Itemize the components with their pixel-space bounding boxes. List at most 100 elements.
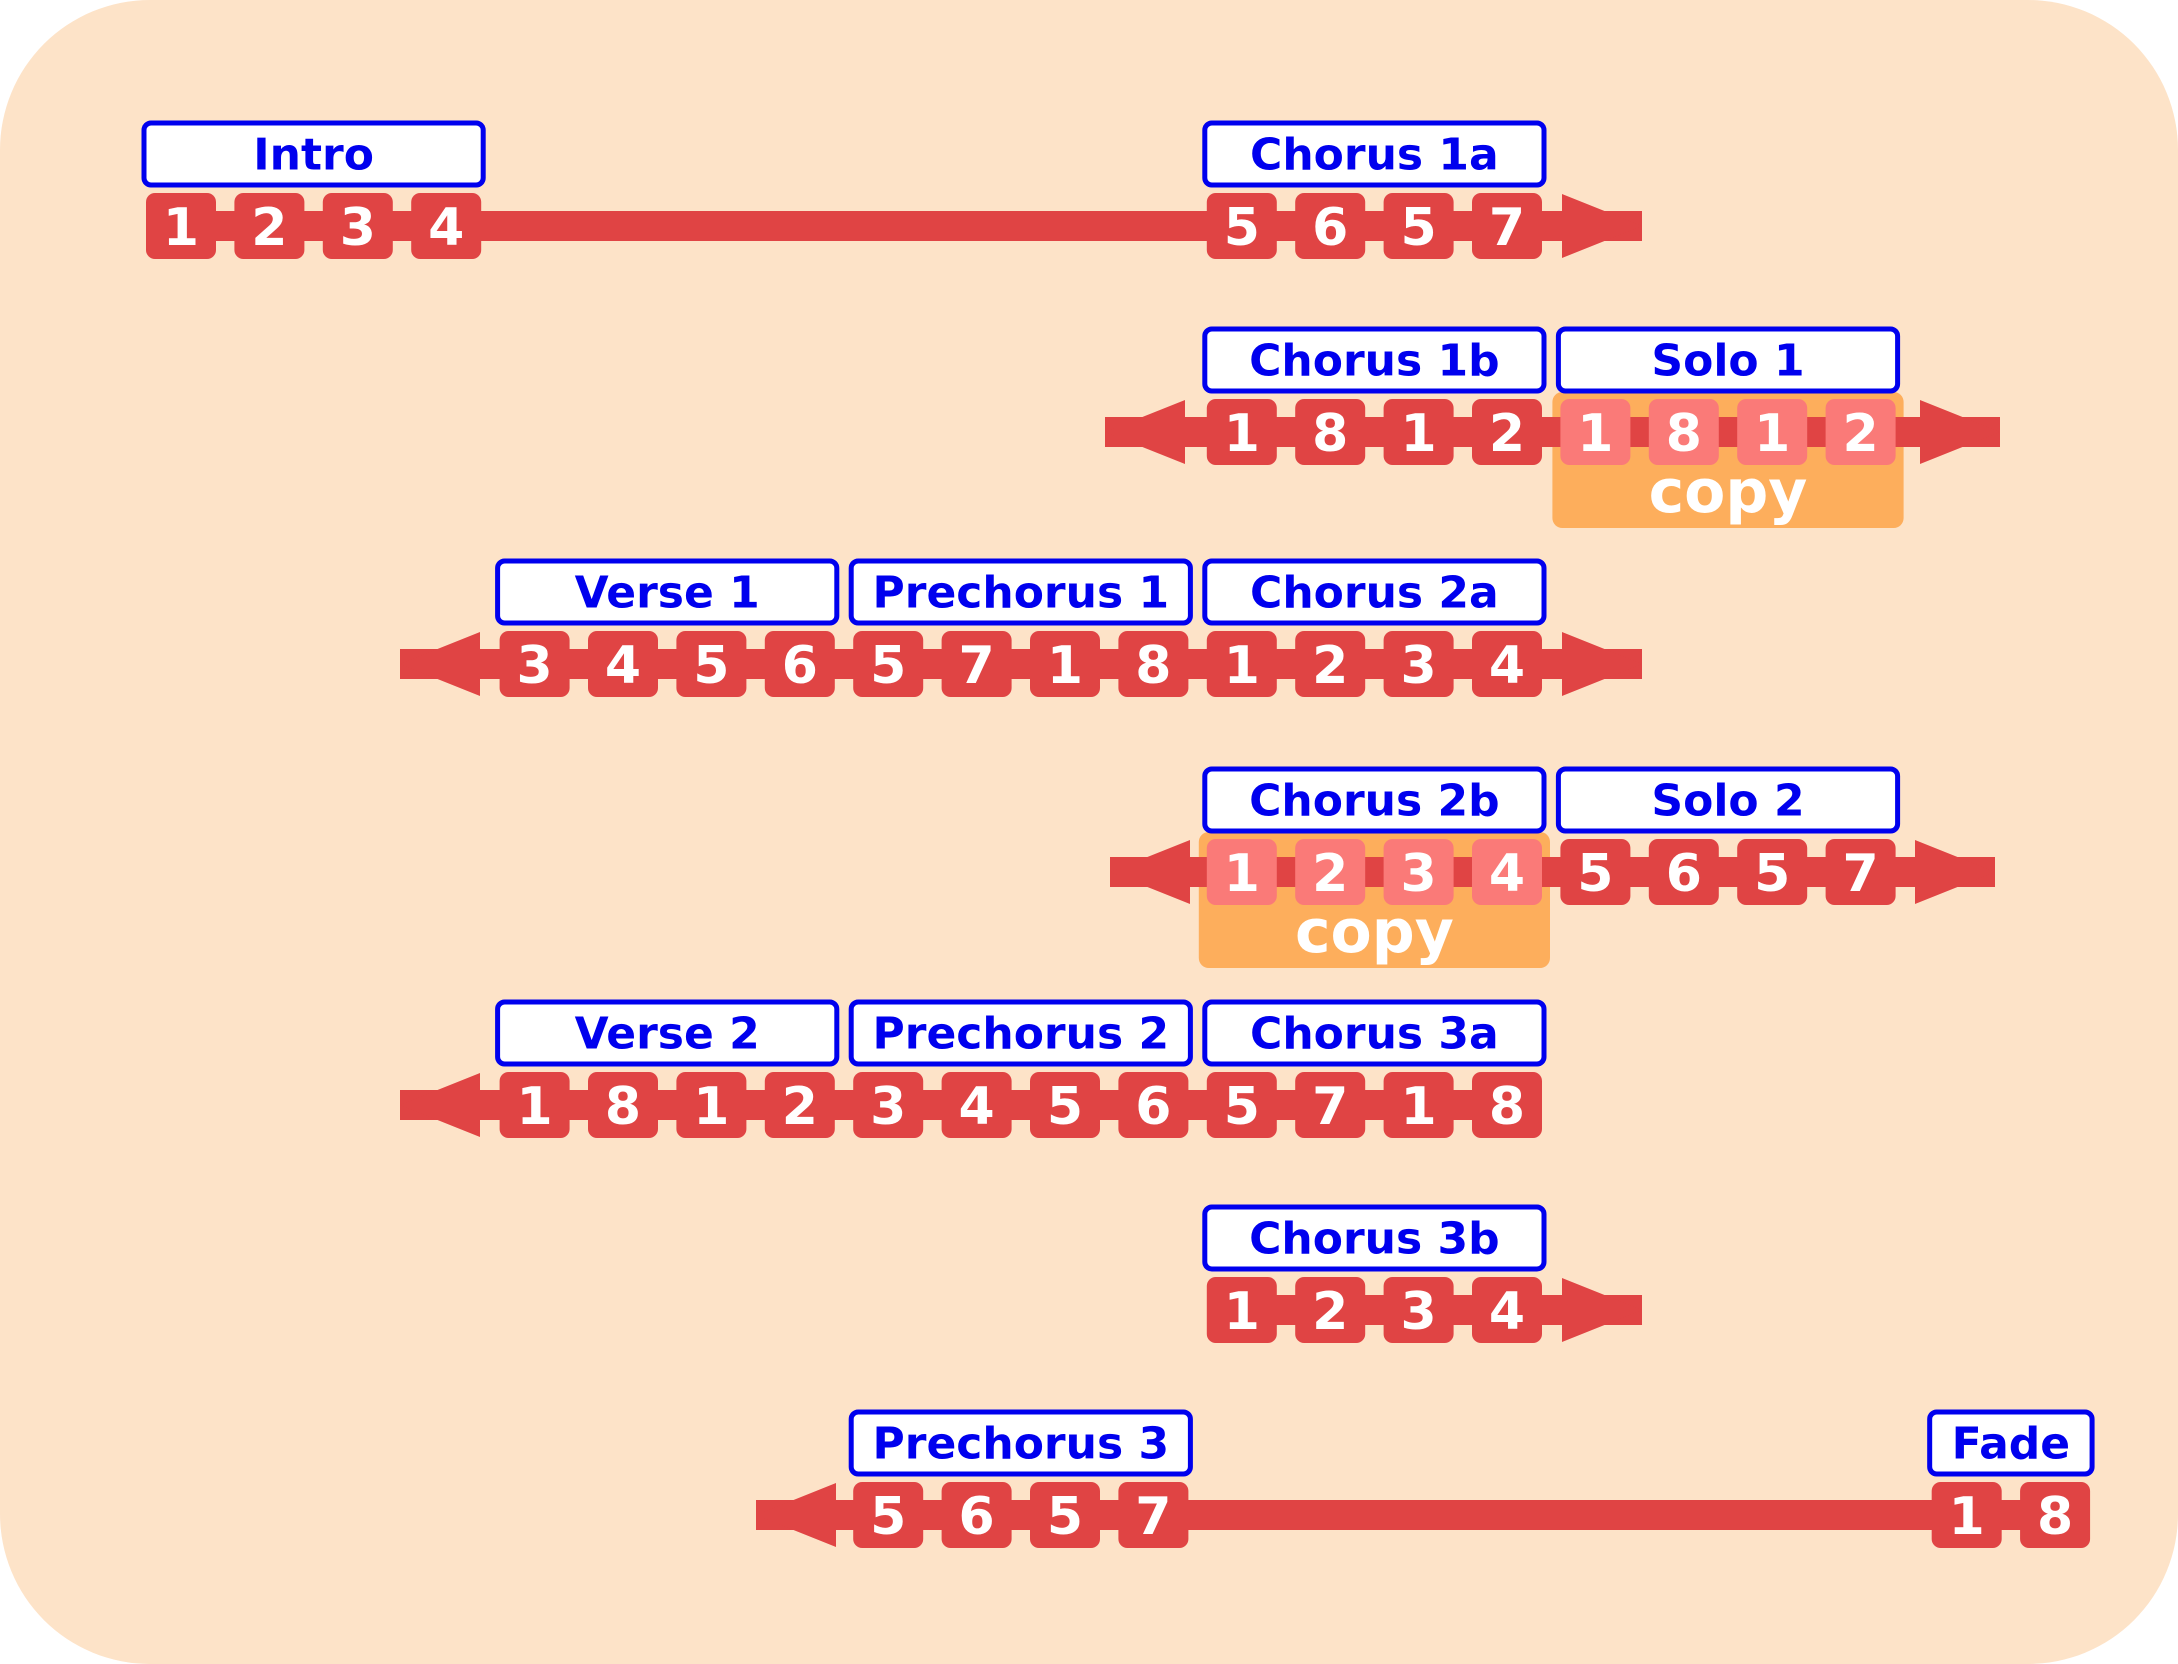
section-label: Solo 1 (1651, 336, 1804, 387)
chord-cell (1825, 839, 1896, 905)
chord-cell (588, 631, 658, 697)
arrow-left-head (756, 1483, 836, 1547)
chord-number: 1 (163, 198, 199, 258)
section-label: Chorus 2a (1250, 568, 1499, 619)
section-label: Prechorus 2 (873, 1009, 1170, 1060)
chord-number: 4 (1489, 844, 1525, 904)
chord-number: 6 (1312, 198, 1348, 258)
chord-number: 5 (1224, 198, 1260, 258)
section-label-box (848, 558, 1193, 626)
chord-cell (146, 193, 216, 259)
chord-number: 1 (1754, 404, 1790, 464)
chord-number: 8 (1135, 636, 1171, 696)
chord-cell (1383, 631, 1454, 697)
section-label-box (1202, 1204, 1547, 1272)
chord-number: 5 (1224, 1077, 1260, 1137)
chord-cell (1472, 1277, 1542, 1343)
chord-cell (322, 193, 393, 259)
chord-cell (1118, 1482, 1189, 1548)
arrow-right-head (1920, 400, 2000, 464)
chord-number: 8 (605, 1077, 641, 1137)
chord-cell (1295, 1277, 1366, 1343)
chord-number: 7 (1312, 1077, 1348, 1137)
section-label-box (1202, 558, 1547, 626)
chord-number: 5 (1047, 1077, 1083, 1137)
chord-number: 1 (1949, 1487, 1985, 1547)
chord-cell (1118, 1072, 1189, 1138)
arrow-right-head (1915, 840, 1995, 904)
chord-cell (1383, 1277, 1454, 1343)
chord-number: 7 (1489, 198, 1525, 258)
section-label: Solo 2 (1651, 776, 1804, 827)
chord-number: 1 (1224, 844, 1260, 904)
chord-number: 5 (870, 1487, 906, 1547)
chord-cell (1472, 631, 1542, 697)
chord-number: 4 (605, 636, 641, 696)
chord-cell (764, 1072, 835, 1138)
section-label-box (1202, 999, 1547, 1067)
chord-cell (1472, 1072, 1542, 1138)
chord-number: 8 (1666, 404, 1702, 464)
chord-number: 3 (340, 198, 376, 258)
chord-number: 5 (693, 636, 729, 696)
chord-cell (1931, 1482, 2002, 1548)
chord-number: 7 (1843, 844, 1879, 904)
chord-number: 1 (1224, 636, 1260, 696)
chord-number: 8 (2037, 1487, 2073, 1547)
chord-number: 1 (517, 1077, 553, 1137)
chord-cell (1737, 399, 1808, 465)
chord-number: 3 (870, 1077, 906, 1137)
section-label: Prechorus 3 (873, 1419, 1170, 1470)
section-label-box (141, 120, 486, 188)
chord-cell (1030, 1072, 1100, 1138)
section-label-box (1202, 326, 1547, 394)
chord-number: 2 (1312, 1282, 1348, 1342)
chord-cell (1206, 631, 1277, 697)
chord-cell (941, 631, 1012, 697)
chord-number: 2 (1312, 636, 1348, 696)
chord-number: 4 (1489, 636, 1525, 696)
section-label: Chorus 1b (1249, 336, 1500, 387)
arrow-right-shaft (1552, 649, 1572, 679)
section-label-box (1555, 766, 1901, 834)
chord-cell (941, 1482, 1012, 1548)
chord-number: 1 (693, 1077, 729, 1137)
section-label-box (1202, 766, 1547, 834)
chord-cell (1295, 1072, 1366, 1138)
chord-cell (1383, 1072, 1454, 1138)
arrow-left-head (400, 1073, 480, 1137)
arrow-right-head (1562, 1278, 1642, 1342)
chord-number: 3 (1401, 636, 1437, 696)
section-label: Verse 2 (575, 1009, 760, 1060)
chord-number: 4 (428, 198, 464, 258)
chord-cell (1472, 399, 1542, 465)
chord-number: 5 (1754, 844, 1790, 904)
chord-number: 6 (959, 1487, 995, 1547)
section-label: Chorus 3b (1249, 1214, 1500, 1265)
chord-number: 7 (1135, 1487, 1171, 1547)
section-label-box (495, 558, 840, 626)
chord-cell (1825, 399, 1896, 465)
chord-number: 7 (959, 636, 995, 696)
chord-number: 6 (782, 636, 818, 696)
chord-cell (1295, 839, 1366, 905)
chord-cell (588, 1072, 658, 1138)
chord-cell (1295, 193, 1366, 259)
chord-number: 8 (1312, 404, 1348, 464)
chord-number: 1 (1047, 636, 1083, 696)
chord-number: 5 (1047, 1487, 1083, 1547)
chord-number: 2 (1312, 844, 1348, 904)
chord-cell (853, 631, 924, 697)
chord-cell (234, 193, 305, 259)
chord-cell (1206, 399, 1277, 465)
section-label-box (1202, 120, 1547, 188)
chord-cell (1206, 1072, 1277, 1138)
chord-cell (1560, 839, 1631, 905)
chord-number: 3 (1401, 844, 1437, 904)
chord-number: 1 (1577, 404, 1613, 464)
section-label: Chorus 2b (1249, 776, 1500, 827)
copy-label: copy (1295, 897, 1454, 967)
